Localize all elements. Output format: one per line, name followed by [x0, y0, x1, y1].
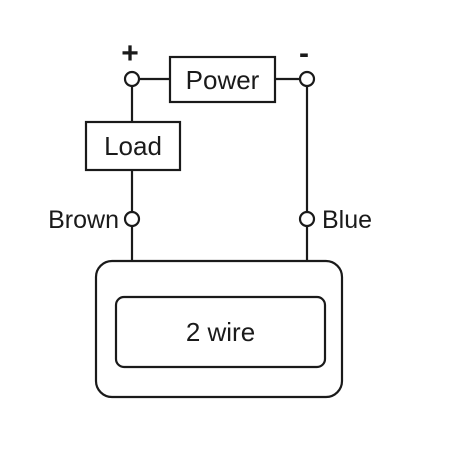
- blue-terminal: [298, 210, 316, 228]
- positive-terminal: [123, 70, 141, 88]
- device-body: [114, 295, 327, 369]
- brown-terminal: [123, 210, 141, 228]
- positive-sign: +: [121, 37, 139, 70]
- power-box: [168, 55, 277, 104]
- blue-label: Blue: [322, 206, 372, 234]
- brown-label: Brown: [48, 206, 119, 234]
- negative-sign: -: [299, 37, 309, 70]
- device-label: 2 wire: [186, 317, 255, 347]
- load-label: Load: [104, 131, 162, 161]
- power-label: Power: [186, 65, 260, 95]
- negative-terminal: [298, 70, 316, 88]
- load-box: [84, 120, 182, 172]
